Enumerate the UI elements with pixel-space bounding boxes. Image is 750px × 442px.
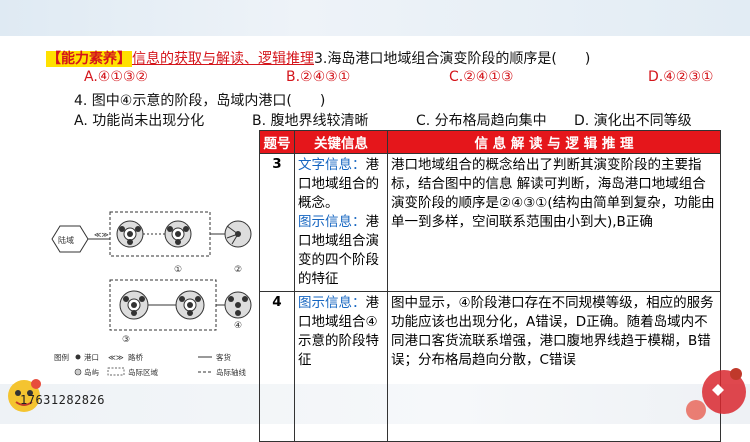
- svg-text:≪≫: ≪≫: [94, 231, 109, 239]
- decoration-icon: [686, 368, 746, 420]
- q4-option-d[interactable]: D. 演化出不同等级: [574, 113, 692, 129]
- question-3-text: 3.海岛港口地域组合演变阶段的顺序是( ): [314, 51, 591, 67]
- stage-label-1: ①: [174, 265, 182, 275]
- header-num: 题号: [259, 130, 295, 154]
- question-3-line: 【能力素养】信息的获取与解读、逻辑推理3.海岛港口地域组合演变阶段的顺序是( ): [46, 48, 590, 68]
- legend-island: 岛屿: [84, 367, 99, 377]
- mainland-label: 陆域: [58, 235, 74, 245]
- slide: 【能力素养】信息的获取与解读、逻辑推理3.海岛港口地域组合演变阶段的顺序是( )…: [46, 44, 728, 442]
- row-num: 3: [259, 153, 295, 292]
- table-row: 4 图示信息：港口地域组合④示意的阶段特征 图中显示，④阶段港口存在不同规模等级…: [259, 291, 721, 442]
- q3-option-b[interactable]: B.②④③①: [286, 69, 351, 85]
- phone-number: 17631282826: [20, 393, 105, 407]
- legend-title: 图例: [54, 352, 69, 362]
- key-text: 港口地域组合④示意的阶段特征: [298, 295, 379, 368]
- ability-tag: 【能力素养】: [46, 51, 132, 67]
- header-analysis: 信 息 解 读 与 逻 辑 推 理: [387, 130, 721, 154]
- port-evolution-diagram: ≪≫ ① ②: [50, 182, 254, 382]
- key-text: 港口地域组合演变的四个阶段的特征: [298, 214, 379, 287]
- stage-label-2: ②: [234, 265, 242, 275]
- stage-label-3: ③: [122, 335, 130, 345]
- skill-highlight: 信息的获取与解读、逻辑推理: [132, 51, 314, 67]
- question-4-text: 4. 图中④示意的阶段，岛域内港口( ): [74, 93, 326, 109]
- legend-axis: 岛际轴线: [216, 367, 246, 377]
- header-key-info: 关键信息: [294, 130, 388, 154]
- legend-passenger: 客货: [216, 352, 231, 362]
- top-frame-bar: [0, 0, 750, 36]
- row-num: 4: [259, 291, 295, 442]
- key-info-cell: 文字信息：港口地域组合的概念。 图示信息：港口地域组合演变的四个阶段的特征: [294, 153, 388, 292]
- key-text: 港口地域组合的概念。: [298, 157, 379, 211]
- table-row: 3 文字信息：港口地域组合的概念。 图示信息：港口地域组合演变的四个阶段的特征 …: [259, 153, 721, 292]
- svg-text:≪≫: ≪≫: [108, 353, 124, 362]
- q3-option-d[interactable]: D.④②③①: [648, 69, 714, 85]
- analysis-cell: 港口地域组合的概念给出了判断其演变阶段的主要指标，结合图中的信息 解读可判断，海…: [387, 153, 721, 292]
- mascot-icon: [8, 379, 41, 412]
- q3-option-a[interactable]: A.④①③②: [84, 69, 148, 85]
- legend-island-area: 岛际区域: [128, 367, 158, 377]
- q4-option-c[interactable]: C. 分布格局趋向集中: [416, 113, 547, 129]
- analysis-cell: 图中显示，④阶段港口存在不同规模等级，相应的服务功能应该也出现分化，A错误，D正…: [387, 291, 721, 442]
- key-label: 文字信息：: [298, 157, 366, 173]
- legend-port: 港口: [84, 352, 99, 362]
- key-info-cell: 图示信息：港口地域组合④示意的阶段特征: [294, 291, 388, 442]
- q4-option-a[interactable]: A. 功能尚未出现分化: [74, 113, 205, 129]
- stage-label-4: ④: [234, 321, 242, 331]
- q4-option-b[interactable]: B. 腹地界线较清晰: [252, 113, 369, 129]
- q3-option-c[interactable]: C.②④①③: [449, 69, 514, 85]
- key-label: 图示信息：: [298, 214, 366, 230]
- analysis-table: 题号 关键信息 信 息 解 读 与 逻 辑 推 理 3 文字信息：港口地域组合的…: [259, 130, 721, 442]
- legend-bridge: 路桥: [128, 352, 143, 362]
- key-label: 图示信息：: [298, 295, 366, 311]
